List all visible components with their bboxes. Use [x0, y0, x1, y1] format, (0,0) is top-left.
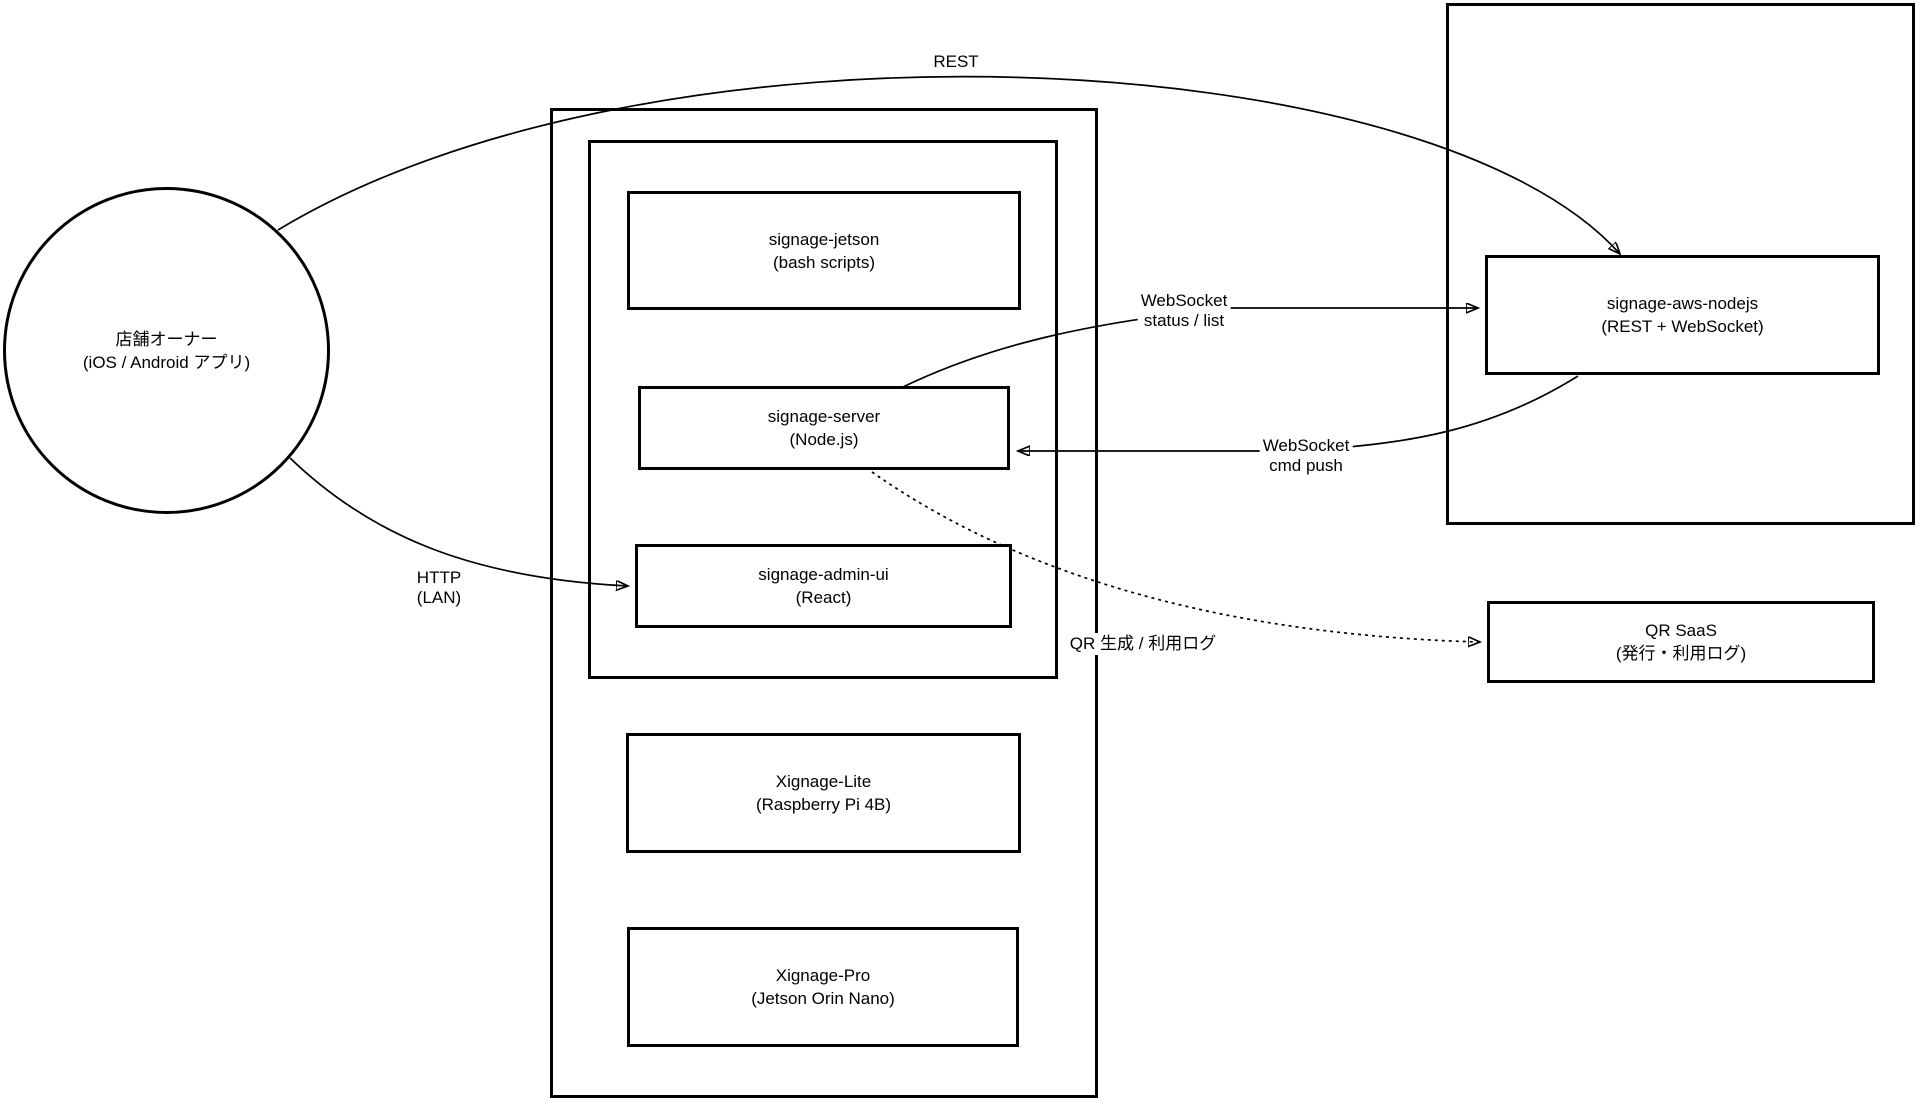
node-xignage-lite: Xignage-Lite (Raspberry Pi 4B) [626, 733, 1021, 853]
edge-qr-log [871, 471, 1480, 642]
node-signage-admin-ui: signage-admin-ui (React) [635, 544, 1012, 628]
edge-label-line: status / list [1143, 311, 1225, 330]
node-signage-server: signage-server (Node.js) [638, 386, 1010, 470]
edge-label-http-lan: HTTP (LAN) [413, 567, 465, 609]
edge-label-line: WebSocket [1140, 291, 1228, 310]
node-subtitle: (Jetson Orin Nano) [751, 989, 895, 1008]
edge-label-line: (LAN) [416, 588, 462, 607]
node-signage-jetson: signage-jetson (bash scripts) [627, 191, 1021, 310]
node-title: signage-jetson [768, 229, 880, 249]
node-title: signage-aws-nodejs [1606, 294, 1759, 313]
node-subtitle: (REST + WebSocket) [1601, 317, 1764, 336]
node-title: signage-admin-ui [758, 565, 889, 584]
node-subtitle: (Node.js) [789, 430, 859, 449]
node-signage-aws-nodejs: signage-aws-nodejs (REST + WebSocket) [1485, 255, 1880, 375]
node-title: QR SaaS [1645, 621, 1717, 640]
edge-label-line: HTTP [416, 568, 462, 587]
edge-label-rest: REST [930, 51, 982, 73]
node-title: signage-server [767, 407, 881, 426]
edge-rest [277, 75, 1620, 254]
group-devices [550, 108, 1098, 1098]
node-xignage-pro: Xignage-Pro (Jetson Orin Nano) [627, 927, 1019, 1047]
group-cloud [1446, 3, 1915, 525]
edge-label-line: cmd push [1269, 456, 1343, 475]
node-subtitle: (発行・利用ログ) [1615, 644, 1747, 663]
group-server-stack [588, 140, 1058, 679]
actor-subtitle: (iOS / Android アプリ) [82, 352, 251, 372]
actor-title: 店舗オーナー [115, 329, 218, 349]
node-title: Xignage-Lite [775, 772, 872, 791]
edge-label-websocket-status-list: WebSocket status / list [1137, 290, 1231, 332]
edge-label-qr-log: QR 生成 / 利用ログ [1066, 633, 1220, 655]
node-subtitle: (bash scripts) [772, 252, 876, 272]
edge-label-line: WebSocket [1262, 436, 1350, 455]
actor-store-owner: 店舗オーナー (iOS / Android アプリ) [3, 187, 330, 514]
edge-label-websocket-cmd-push: WebSocket cmd push [1259, 435, 1353, 477]
node-subtitle: (Raspberry Pi 4B) [755, 795, 892, 814]
node-title: Xignage-Pro [775, 966, 871, 985]
node-qr-saas: QR SaaS (発行・利用ログ) [1487, 601, 1875, 683]
edge-http-lan [289, 457, 628, 586]
node-subtitle: (React) [795, 588, 852, 607]
